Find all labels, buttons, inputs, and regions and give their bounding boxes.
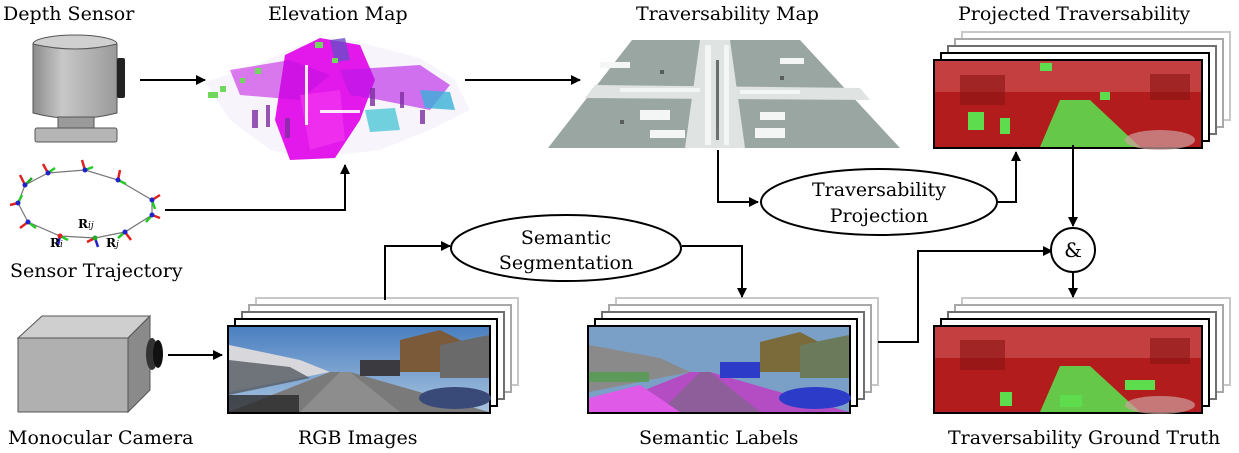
rgb-image — [229, 327, 491, 412]
traversability-projection-line2: Projection — [830, 205, 928, 227]
semantic-labels-label: Semantic Labels — [639, 427, 799, 449]
rotation-label-ri: Ri — [50, 236, 63, 250]
traversability-ground-truth-label: Traversability Ground Truth — [948, 427, 1221, 449]
rotation-label-rij: Rij — [78, 217, 94, 231]
arrow-map-to-projection — [717, 150, 759, 207]
elevation-map-label: Elevation Map — [268, 3, 408, 25]
semantic-labels-image — [589, 327, 851, 412]
arrow-segmentation-to-labels — [682, 245, 747, 298]
rotation-label-rj: Rj — [106, 236, 119, 250]
and-operator-label: & — [1064, 238, 1082, 262]
arrow-trajectory-to-elevation — [165, 164, 350, 211]
sensor-trajectory-label: Sensor Trajectory — [10, 260, 183, 282]
elevation-map-image — [205, 38, 470, 160]
arrow-rgb-to-segmentation — [384, 241, 451, 300]
arrow-projection-to-projected — [998, 151, 1021, 203]
rgb-images-stack — [227, 297, 519, 414]
rgb-images-label: RGB Images — [298, 427, 418, 449]
depth-sensor-label: Depth Sensor — [3, 3, 135, 25]
semantic-segmentation-line2: Segmentation — [499, 252, 633, 274]
and-operator-node: & — [1050, 227, 1096, 273]
traversability-map-label: Traversability Map — [636, 3, 819, 25]
depth-sensor-icon — [32, 34, 125, 143]
ground-truth-image — [935, 327, 1201, 414]
ground-truth-stack — [933, 297, 1231, 414]
monocular-camera-label: Monocular Camera — [8, 427, 194, 449]
semantic-segmentation-line1: Semantic — [521, 227, 611, 249]
connectors — [140, 75, 1078, 360]
traversability-projection-node: Traversability Projection — [760, 168, 998, 236]
traversability-projection-line1: Traversability — [812, 179, 946, 201]
arrow-labels-to-and — [878, 246, 1053, 343]
semantic-labels-stack — [587, 297, 879, 414]
traversability-map-image — [548, 40, 900, 148]
sensor-trajectory-graph — [9, 159, 161, 248]
projected-traversability-label: Projected Traversability — [958, 3, 1191, 25]
monocular-camera-icon — [16, 314, 163, 414]
projected-traversability-image — [935, 61, 1201, 150]
projected-traversability-stack — [933, 31, 1231, 150]
semantic-segmentation-node: Semantic Segmentation — [450, 214, 682, 282]
